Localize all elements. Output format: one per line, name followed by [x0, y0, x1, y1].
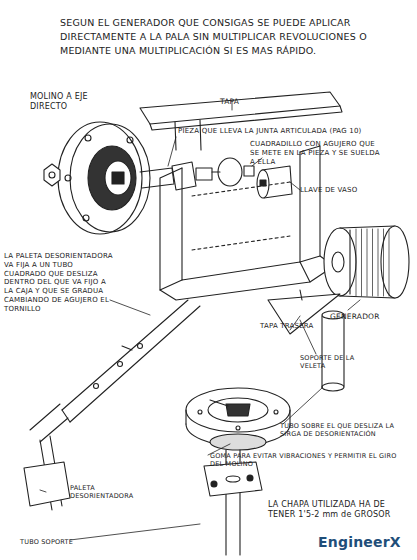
part-name: GENERADOR [330, 312, 400, 321]
turntable [236, 426, 240, 430]
generator [389, 229, 390, 296]
hub-flange [127, 137, 133, 143]
callout: PIEZA QUE LLEVA LA JUNTA ARTICULADA (PAG… [178, 127, 408, 136]
paleta [24, 462, 70, 506]
title-note: MOLINO A EJE DIRECTO [30, 92, 110, 112]
generator [378, 229, 379, 296]
socket [257, 170, 269, 198]
generator [332, 252, 344, 272]
turntable [210, 400, 228, 406]
part-name: SOPORTE DE LA VELETA [300, 354, 370, 370]
part-name: TAPA TRASERA [260, 322, 340, 331]
tapa [150, 106, 342, 130]
hub-flange [85, 135, 91, 141]
generator [383, 229, 384, 296]
turntable [186, 388, 290, 432]
shaft-joint [140, 168, 174, 188]
generator [381, 226, 409, 298]
callout: TUBO SOBRE EL QUE DESLIZA LA SIRGA DE DE… [280, 422, 410, 438]
leader-lines [40, 101, 360, 540]
hub-flange [65, 175, 71, 181]
tapa [140, 92, 340, 124]
nut [44, 164, 60, 186]
support-tube [247, 475, 253, 481]
note: LA CHAPA UTILIZADA HA DE TENER 1'5-2 mm … [268, 500, 408, 520]
note: LA PALETA DESORIENTADORA VA FIJA A UN TU… [4, 252, 116, 313]
part-name: LLAVE DE VASO [300, 186, 380, 195]
shaft-joint [218, 158, 242, 186]
turntable [210, 434, 266, 450]
arm-tube [62, 300, 200, 422]
box-channel [300, 146, 320, 262]
watermark: EngineerX [318, 534, 413, 552]
generator [372, 229, 373, 296]
veleta-support [300, 290, 302, 300]
hub-flange [88, 146, 136, 210]
hub-flange [58, 122, 150, 234]
leader-lines [110, 300, 150, 315]
square-piece [244, 166, 254, 176]
box-channel [192, 182, 290, 250]
nut [49, 172, 55, 178]
paleta [24, 462, 70, 506]
leader-lines [40, 490, 46, 492]
generator [356, 229, 357, 296]
arm-tube [138, 344, 143, 349]
callout: CUADRADILLO CON AGUJERO QUE SE METE EN L… [250, 140, 380, 166]
support-tube [226, 476, 240, 482]
arm-tube [94, 384, 99, 389]
turntable [198, 410, 202, 414]
part-name: TUBO SOPORTE [20, 538, 100, 546]
generator [324, 226, 409, 298]
vertical-tube [322, 314, 344, 388]
turntable [226, 404, 250, 416]
hub-flange [83, 215, 89, 221]
support-tube [211, 481, 217, 487]
shaft-joint [212, 171, 220, 172]
vertical-tube [322, 311, 344, 391]
hub-flange [112, 172, 124, 184]
part-name: PALETA DESORIENTADORA [70, 484, 150, 500]
arm-tube [118, 362, 123, 367]
part-name: TAPA [220, 97, 260, 106]
shaft-joint [172, 162, 196, 190]
arm-tube [122, 346, 132, 350]
turntable [186, 388, 290, 450]
leader-lines [290, 182, 300, 190]
square-piece [244, 166, 254, 176]
leader-lines [70, 524, 200, 540]
note: SEGUN EL GENERADOR QUE CONSIGAS SE PUEDE… [60, 16, 370, 57]
vertical-tube [322, 383, 344, 391]
box-channel [160, 146, 334, 300]
shaft-joint [196, 168, 212, 180]
shaft-joint [140, 158, 242, 190]
leader-lines [283, 388, 322, 424]
hub-flange [58, 122, 142, 234]
nut [44, 164, 60, 186]
callout: GOMA PARA EVITAR VIBRACIONES Y PERMITIR … [210, 452, 410, 468]
generator [349, 230, 350, 294]
turntable [208, 398, 268, 422]
turntable [274, 410, 278, 414]
generator [367, 229, 368, 296]
box-channel [160, 262, 310, 300]
hub-flange [70, 124, 150, 232]
leader-lines [348, 300, 360, 310]
generator [361, 229, 362, 296]
box-channel [182, 152, 300, 280]
box-channel [160, 168, 182, 290]
leader-lines [168, 137, 176, 166]
hub-flange [105, 161, 131, 195]
generator [324, 228, 356, 296]
